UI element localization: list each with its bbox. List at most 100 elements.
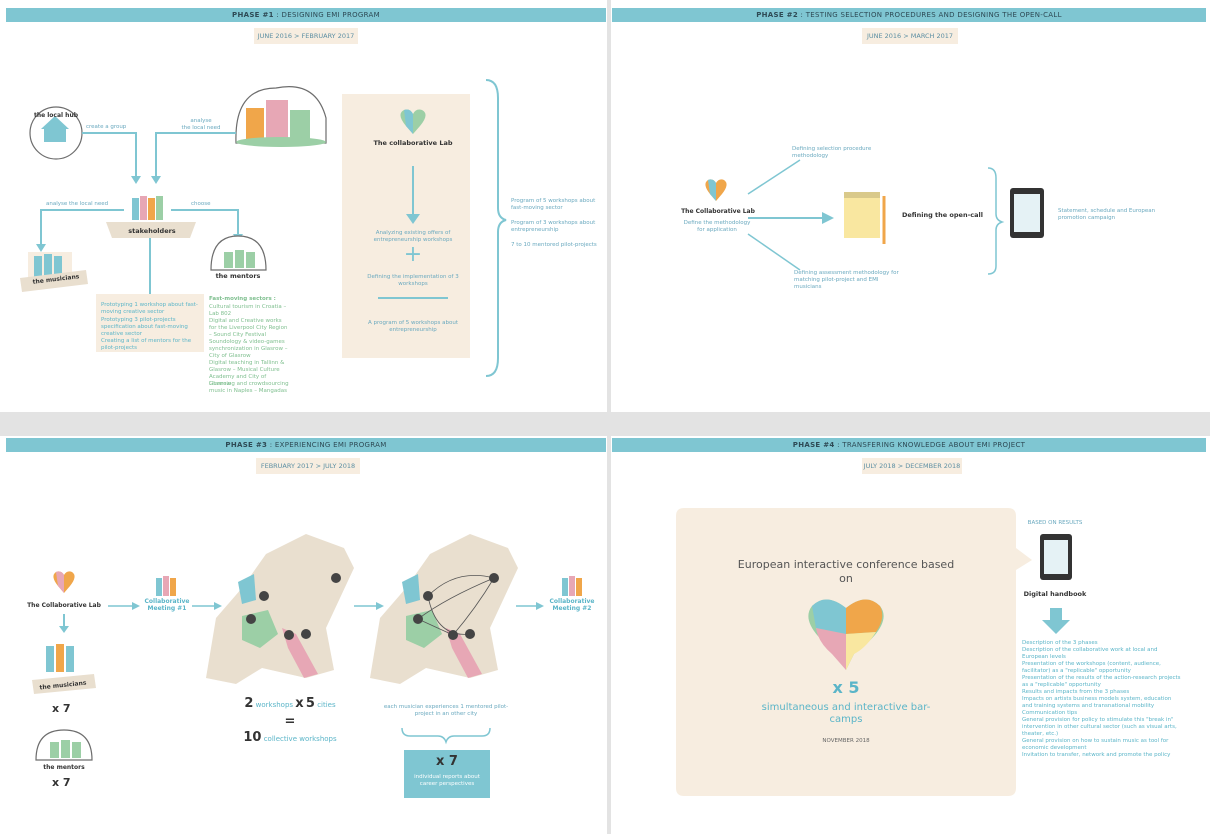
p2-arrow-top [747,159,801,195]
p3-musician-figure-2 [56,644,64,672]
stakeholder-figure-4 [156,196,163,220]
meeting1-figure-1 [156,578,162,596]
bullet-1: Prototyping 1 workshop about fast-moving… [101,302,198,315]
meeting2-label: Collaborative Meeting #2 [549,598,595,612]
phase2-date: JUNE 2016 > MARCH 2017 [862,28,958,44]
map-1-pin-3 [284,630,294,640]
p3-mentors-label: the mentors [43,764,85,771]
phase4-panel: PHASE #4 : TRANSFERING KNOWLEDGE ABOUT E… [612,438,1206,830]
mentor-figure-2 [235,250,244,268]
analyse-top-label: analyse the local need [181,118,221,131]
lab-step-3: A program of 5 workshops about entrepren… [367,320,459,333]
output-3: 7 to 10 mentored pilot-projects [511,242,597,248]
handbook-item: Presentation of the workshops (content, … [1022,661,1161,674]
lab-box [342,94,470,358]
sector-2: Digital and Creative works for the Liver… [209,318,288,338]
handbook-label: Digital handbook [1023,590,1087,598]
bullet-3: Creating a list of mentors for the pilot… [101,338,192,351]
handbook-list: Description of the 3 phases Description … [1022,640,1182,759]
eq-cities: cities [317,701,336,709]
phase4-diagram [676,508,1072,796]
notepad-icon [844,192,880,238]
eq-workshops: workshops [255,701,294,709]
eq-n1: 2 [244,696,254,711]
handbook-item: Description of the collaborative work at… [1022,647,1158,660]
reports-x7: x 7 [436,754,458,769]
handbook-item: Communication tips [1022,710,1078,716]
equation-line-1: 2 workshops x 5 cities [220,696,360,711]
choose-label: choose [191,201,211,207]
barcamps-label: simultaneous and interactive bar-camps [761,702,931,725]
map-1 [206,534,354,684]
equation-line-3: 10 collective workshops [212,730,368,745]
phase2-title-rest: : TESTING SELECTION PROCEDURES AND DESIG… [798,11,1062,19]
handbook-item: General provision for policy to stimulat… [1022,717,1177,737]
map-1-pin-1 [259,591,269,601]
phase3-panel: PHASE #3 : EXPERIENCING EMI PROGRAM FEBR… [6,438,606,830]
eq-equals: = [284,714,296,729]
phase1-date: JUNE 2016 > FEBRUARY 2017 [254,28,358,44]
stakeholder-figure-3 [148,198,155,220]
arrow-create-group [82,132,137,178]
meeting2-figure-2 [569,576,575,596]
horizontal-divider [0,412,1210,436]
meeting1-figure-3 [170,578,176,596]
p3-lab-title: The Collaborative Lab [27,602,101,609]
handbook-item: Description of the 3 phases [1022,640,1098,646]
sectors-title: Fast-moving sectors : [209,296,276,302]
phase3-header: PHASE #3 : EXPERIENCING EMI PROGRAM [6,438,606,452]
phase1-panel: PHASE #1 : DESIGNING EMI PROGRAM JUNE 20… [6,8,606,408]
p2-arrow-bottom [747,233,801,271]
lab-step-2: Defining the implementation of 3 worksho… [367,274,459,287]
city-building-1 [246,108,264,140]
stakeholder-figure-1 [132,198,139,220]
sector-4: Digital teaching in Tallinn & Glasrow – … [209,360,285,387]
p2-lab-title: The Collaborative Lab [681,208,755,215]
lab-title: The collaborative Lab [373,139,453,147]
map-1-pin-2 [246,614,256,624]
mentor-figure-1 [224,252,233,268]
phase3-diagram [32,534,582,761]
phase3-title-rest: : EXPERIENCING EMI PROGRAM [267,441,387,449]
p3-musicians-x7: x 7 [52,702,71,715]
musician-figure-3 [54,256,62,280]
eq-collective: collective workshops [263,735,337,743]
output-2: Program of 3 workshops about entrepreneu… [511,220,596,233]
p2-right-label: Statement, schedule and European promoti… [1058,208,1156,221]
p3-musician-figure-1 [46,646,54,672]
phase3-title-bold: PHASE #3 [225,441,268,449]
p2-bottom-label: Defining assessment methodology for matc… [794,270,899,290]
stakeholders-ribbon [106,222,196,238]
p3-musicians-ribbon [32,674,96,694]
conf-title: European interactive conference based on [737,558,955,585]
meeting2-figure-1 [562,578,568,596]
phase1-title-bold: PHASE #1 [232,11,274,19]
conf-x5: x 5 [832,678,860,697]
eq-times: x [295,696,304,711]
arrow-analyse-left [40,209,124,246]
map-2-routes [417,575,495,636]
sector-5: Licensing and crowdsourcing music in Nap… [209,381,289,394]
house-icon [44,128,66,142]
eq-n2: 5 [305,696,315,711]
phase4-date: JULY 2018 > DECEMBER 2018 [862,458,962,474]
city-building-2 [266,100,288,140]
city-building-3 [290,110,310,140]
map-2 [370,534,518,684]
sector-1: Cultural tourism in Croatia – Lab 802 [209,304,287,317]
phase2-panel: PHASE #2 : TESTING SELECTION PROCEDURES … [612,8,1206,408]
local-hub-label: the local hub [33,112,79,119]
mentors-label: the mentors [215,272,261,280]
p2-brace [987,167,1005,275]
stakeholder-figure-2 [140,196,147,220]
stakeholders-label: stakeholders [128,227,176,235]
map-2-uk [402,574,420,604]
eq-n3: 10 [243,730,262,745]
phase1-title-rest: : DESIGNING EMI PROGRAM [273,11,380,19]
handbook-item: Presentation of the results of the actio… [1022,675,1181,688]
handbook-item: Results and impacts from the 3 phases [1022,689,1130,695]
map-1-pin-5 [331,573,341,583]
mentor-figure-3 [246,252,255,268]
house-roof-icon [41,116,69,129]
reports-label: individual reports about career perspect… [414,774,480,787]
